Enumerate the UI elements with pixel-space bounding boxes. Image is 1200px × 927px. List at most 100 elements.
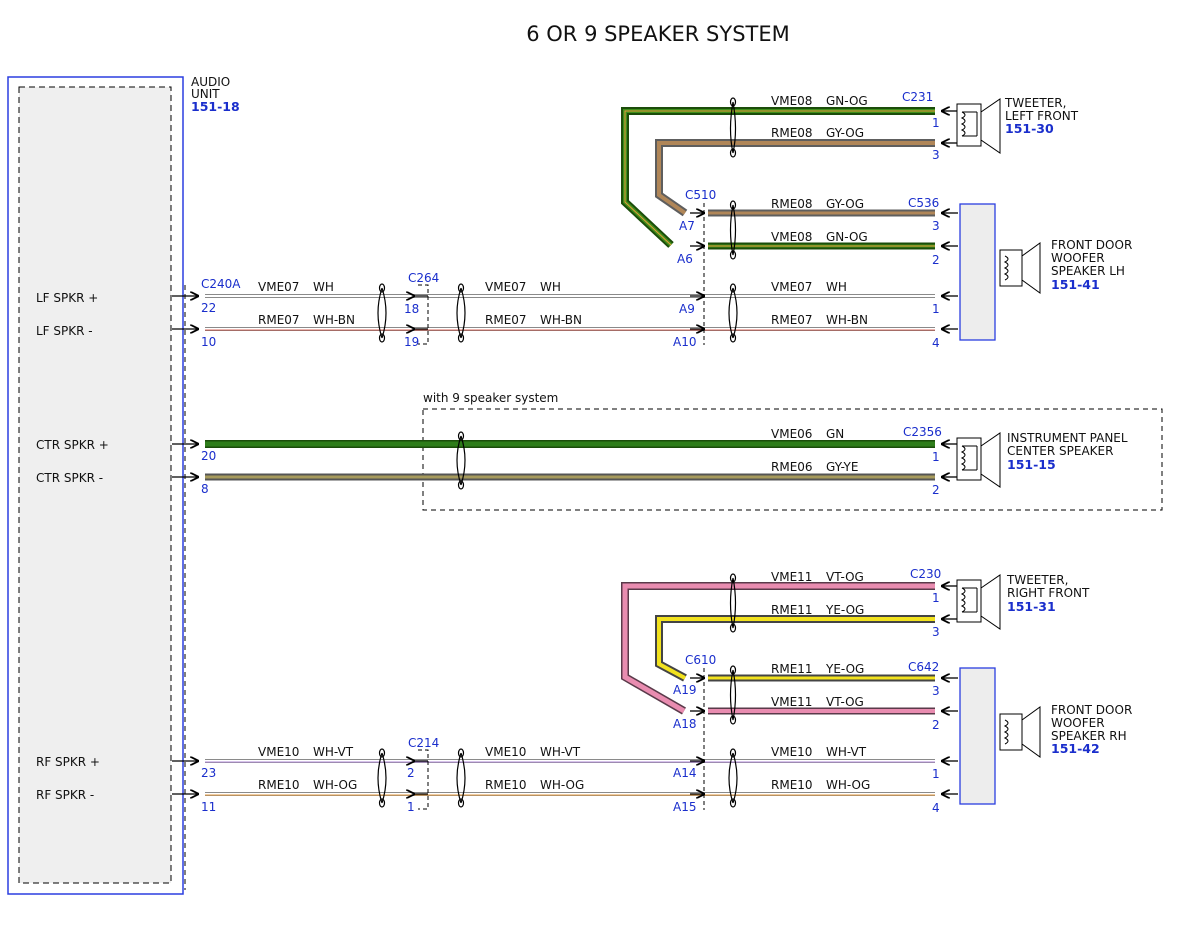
wire-color-label: WH-OG: [313, 778, 357, 792]
arrows-ctr: [172, 444, 958, 477]
wire-color-label: WH: [313, 280, 334, 294]
wire-rme10: [205, 792, 935, 796]
connector-c510-label: C510: [685, 188, 716, 202]
wire-color-label: WH-OG: [540, 778, 584, 792]
pin-label: 3: [932, 219, 940, 233]
circuit-label: VME10: [485, 745, 526, 759]
pin-label: A6: [677, 252, 693, 266]
circuit-label: VME06: [771, 427, 812, 441]
connector-c642-label: C642: [908, 660, 939, 674]
twisted-pair-symbol-ctr: [456, 431, 466, 490]
circuit-label: VME07: [771, 280, 812, 294]
pin-label: 2: [932, 253, 940, 267]
wire-color-label: WH: [826, 280, 847, 294]
connector-c230-label: C230: [910, 567, 941, 581]
pin-label: 1: [932, 591, 940, 605]
optional-9-speaker-box: [422, 408, 1163, 511]
speaker-ref: 151-31: [1007, 599, 1056, 614]
pin-label: 2: [932, 483, 940, 497]
pin-label: 1: [932, 116, 940, 130]
circuit-label: RME10: [258, 778, 300, 792]
wire-vme08-tweeter: [621, 107, 935, 248]
pin-label: 2: [407, 766, 415, 780]
pin-label: 11: [201, 800, 216, 814]
speaker-label: TWEETER,: [1004, 96, 1066, 110]
audio-unit-ref: 151-18: [191, 99, 240, 114]
speaker-label: WOOFER: [1051, 251, 1105, 265]
wire-color-label: WH: [540, 280, 561, 294]
circuit-label: VME10: [258, 745, 299, 759]
wire-color-label: WH-BN: [540, 313, 582, 327]
circuit-label: VME11: [771, 695, 812, 709]
arrows-rf: [172, 586, 958, 794]
pin-ctr-minus: CTR SPKR -: [36, 471, 103, 485]
speaker-label: WOOFER: [1051, 716, 1105, 730]
pin-label: A18: [673, 717, 696, 731]
tweeter-lf-icon: [956, 98, 1001, 154]
speaker-label: SPEAKER LH: [1051, 264, 1125, 278]
connector-c214-outline: [418, 749, 429, 810]
wire-color-label: WH-BN: [826, 313, 868, 327]
pin-label: 22: [201, 301, 216, 315]
woofer-rh-icon: [959, 667, 1041, 805]
circuit-label: RME11: [771, 603, 813, 617]
wire-color-label: WH-VT: [313, 745, 354, 759]
speaker-label: FRONT DOOR: [1051, 703, 1132, 717]
wire-color-label: GN-OG: [826, 230, 868, 244]
wire-vme11-tweeter: [621, 582, 935, 715]
speaker-ref: 151-15: [1007, 457, 1056, 472]
pin-label: 8: [201, 482, 209, 496]
circuit-label: VME08: [771, 94, 812, 108]
wire-color-label: GN-OG: [826, 94, 868, 108]
wire-rme07: [205, 327, 935, 331]
speaker-label: RIGHT FRONT: [1007, 586, 1090, 600]
twisted-pair-symbols-lf: [377, 97, 738, 343]
wire-color-label: WH-OG: [826, 778, 870, 792]
pin-label: 23: [201, 766, 216, 780]
wire-color-label: GY-OG: [826, 197, 864, 211]
wire-color-label: WH-VT: [826, 745, 867, 759]
circuit-label: VME07: [258, 280, 299, 294]
pin-ctr-plus: CTR SPKR +: [36, 438, 109, 452]
pin-label: A7: [679, 219, 695, 233]
wire-color-label: YE-OG: [825, 603, 864, 617]
connector-c214-label: C214: [408, 736, 439, 750]
pin-lf-minus: LF SPKR -: [36, 324, 93, 338]
pin-label: A9: [679, 302, 695, 316]
connector-c264-outline: [418, 284, 429, 345]
circuit-label: RME10: [485, 778, 527, 792]
wire-color-label: GY-OG: [826, 126, 864, 140]
circuit-label: RME07: [485, 313, 527, 327]
pin-label: 1: [407, 800, 415, 814]
connector-c264-label: C264: [408, 271, 439, 285]
speaker-label: INSTRUMENT PANEL: [1007, 431, 1128, 445]
wire-color-label: GN: [826, 427, 844, 441]
diagram-title: 6 OR 9 SPEAKER SYSTEM: [526, 22, 790, 46]
connector-c231-label: C231: [902, 90, 933, 104]
audio-unit-label-1: AUDIO: [191, 75, 230, 89]
wire-vme10: [205, 759, 935, 763]
circuit-label: RME08: [771, 197, 813, 211]
circuit-label: RME07: [258, 313, 300, 327]
speaker-label: FRONT DOOR: [1051, 238, 1132, 252]
audio-unit: AUDIO UNIT 151-18 LF SPKR + LF SPKR - CT…: [7, 75, 240, 895]
pin-rf-minus: RF SPKR -: [36, 788, 94, 802]
pin-label: A14: [673, 766, 696, 780]
circuit-label: VME11: [771, 570, 812, 584]
wire-color-label: WH-VT: [540, 745, 581, 759]
pin-label: 1: [932, 450, 940, 464]
pin-label: 3: [932, 684, 940, 698]
optional-note: with 9 speaker system: [423, 391, 558, 405]
circuit-label: RME11: [771, 662, 813, 676]
wire-color-label: VT-OG: [826, 695, 864, 709]
pin-label: 18: [404, 302, 419, 316]
speaker-label: CENTER SPEAKER: [1007, 444, 1113, 458]
wire-color-label: VT-OG: [826, 570, 864, 584]
pin-label: 20: [201, 449, 216, 463]
wire-color-label: WH-BN: [313, 313, 355, 327]
pin-label: A10: [673, 335, 696, 349]
pin-label: 1: [932, 767, 940, 781]
pin-label: 2: [932, 718, 940, 732]
twisted-pair-symbols-rf: [377, 573, 738, 808]
